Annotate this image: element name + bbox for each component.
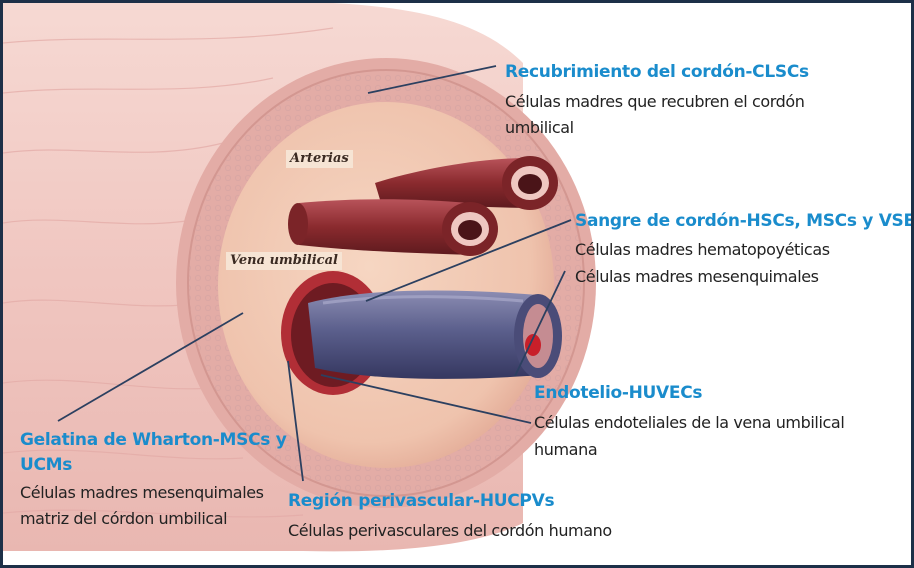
sangre-title: Sangre de cordón-HSCs, MSCs y VSELs [575,210,914,232]
perivascular-desc: Células perivasculares del cordón humano [288,518,612,543]
umbilical-vein [308,290,562,378]
sangre-desc-line2: Células madres mesenquimales [575,264,819,289]
wharton-title-line2: UCMs [20,454,72,476]
wharton-desc-line1: Células madres mesenquimales [20,480,264,505]
wharton-title-line1: Gelatina de Wharton-MSCs y [20,429,286,451]
wharton-jelly [218,102,554,468]
endotelio-desc-line2: humana [534,437,597,462]
vein-label: Vena umbilical [226,252,342,270]
arteries-label: Arterias [286,150,353,168]
perivascular-title: Región perivascular-HUCPVs [288,490,554,512]
clscs-desc-line1: Células madres que recubren el cordón [505,89,805,114]
wharton-desc-line2: matriz del córdon umbilical [20,506,227,531]
sangre-desc-line1: Células madres hematopoyéticas [575,237,830,262]
endotelio-desc-line1: Células endoteliales de la vena umbilica… [534,410,844,435]
clscs-desc-line2: umbilical [505,115,574,140]
clscs-title: Recubrimiento del cordón-CLSCs [505,61,809,83]
endotelio-title: Endotelio-HUVECs [534,382,702,404]
